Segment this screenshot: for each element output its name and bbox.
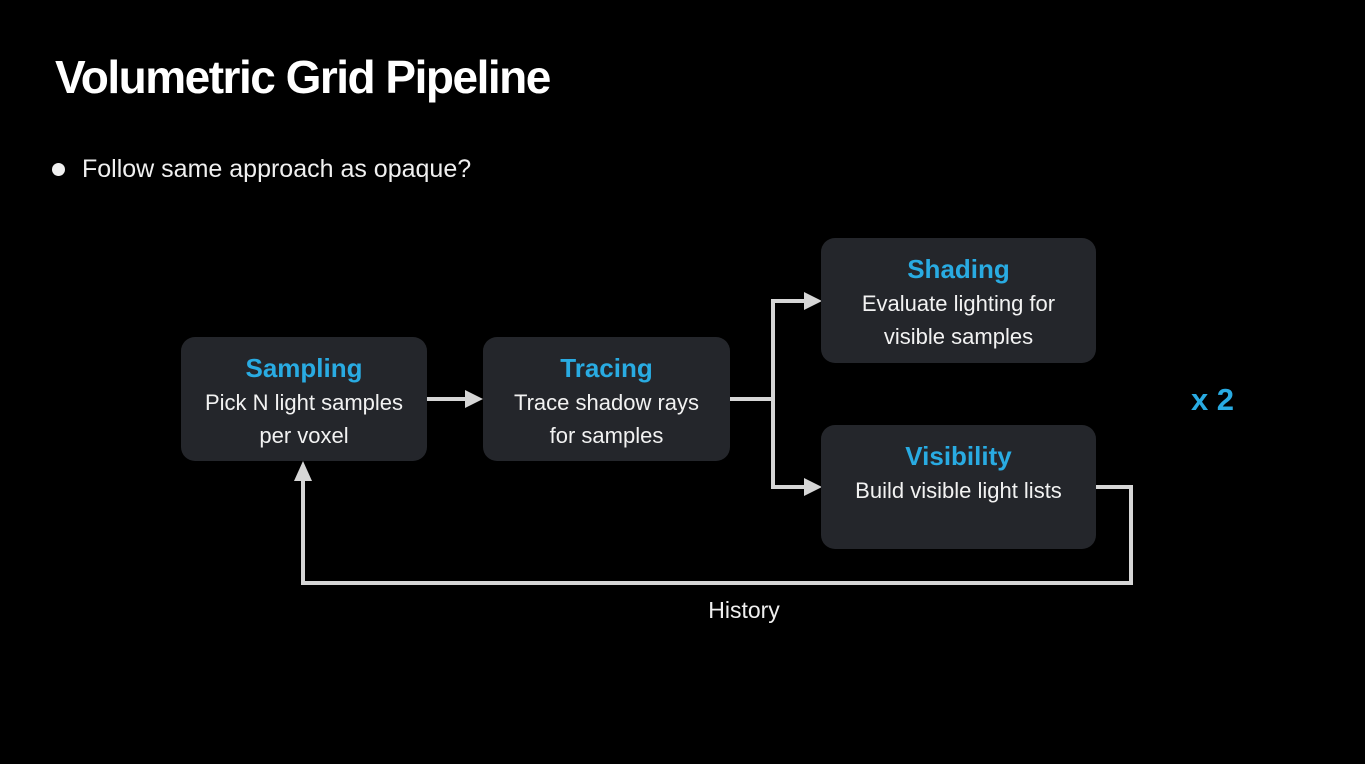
history-label: History [708,597,780,623]
node-title: Sampling [245,353,363,383]
node-shading: Shading Evaluate lighting for visible sa… [821,238,1096,363]
page-title: Volumetric Grid Pipeline [55,51,551,103]
multiplier-label: x 2 [1190,382,1235,417]
node-body: Evaluate lighting for visible samples [861,291,1056,349]
bullet-dot-icon [52,163,65,176]
node-tracing: Tracing Trace shadow rays for samples [483,337,730,461]
bullet-item: Follow same approach as opaque? [52,155,471,184]
node-visibility: Visibility Build visible light lists [821,425,1096,549]
arrow-sampling-to-tracing [427,390,483,408]
node-title: Tracing [560,353,653,383]
node-body: Build visible light lists [855,478,1062,503]
bullet-text: Follow same approach as opaque? [82,155,472,183]
node-body: Trace shadow rays for samples [513,390,700,448]
node-title: Visibility [905,441,1012,471]
node-title: Shading [907,254,1010,284]
node-sampling: Sampling Pick N light samples per voxel [181,337,427,461]
node-body: Pick N light samples per voxel [204,390,404,448]
arrow-tracing-branch [730,292,822,496]
